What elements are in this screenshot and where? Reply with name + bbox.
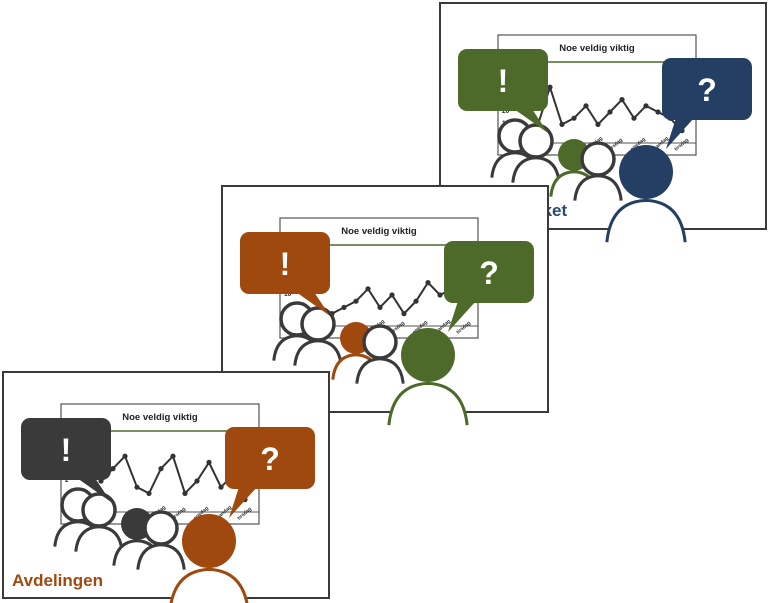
question-bubble-tail bbox=[448, 301, 476, 332]
person-outline bbox=[293, 306, 343, 366]
chart-title: Noe veldig viktig bbox=[559, 43, 635, 54]
person-outline bbox=[136, 510, 186, 570]
person-speaker-body bbox=[387, 381, 469, 426]
exclamation-bubble: ! bbox=[21, 418, 111, 502]
exclamation-bubble-tail bbox=[514, 109, 548, 133]
person-speaker bbox=[169, 514, 249, 603]
person-outline bbox=[511, 123, 561, 183]
person-outline-head bbox=[143, 510, 179, 546]
data-point bbox=[425, 280, 431, 286]
data-point bbox=[134, 484, 140, 490]
data-point bbox=[182, 490, 188, 496]
person-outline-head bbox=[81, 492, 117, 528]
question-bubble: ? bbox=[225, 427, 315, 518]
data-point bbox=[619, 97, 625, 103]
chart-title: Noe veldig viktig bbox=[341, 226, 417, 237]
question-bubble-tail bbox=[666, 118, 694, 149]
data-point bbox=[389, 292, 395, 298]
question-bubble-mark: ? bbox=[260, 441, 280, 477]
y-tick-label: 20 bbox=[502, 108, 510, 115]
panel-avdelingen: Noe veldig viktigMÅL2mandagtirsdagonsdag… bbox=[2, 371, 330, 603]
data-point bbox=[365, 286, 371, 292]
data-point bbox=[631, 115, 637, 121]
person-speaker-body bbox=[169, 567, 249, 603]
person-outline bbox=[74, 492, 124, 552]
data-point bbox=[607, 109, 613, 115]
data-point bbox=[401, 311, 407, 317]
data-point bbox=[643, 103, 649, 109]
person-speaker-head bbox=[401, 328, 455, 382]
person-outline bbox=[573, 141, 623, 201]
question-bubble-box bbox=[662, 58, 752, 120]
data-point bbox=[559, 121, 565, 127]
data-point bbox=[158, 466, 164, 472]
data-point bbox=[341, 304, 347, 310]
question-bubble-box bbox=[225, 427, 315, 489]
data-point bbox=[146, 490, 152, 496]
data-point bbox=[218, 484, 224, 490]
person-outline-head bbox=[362, 324, 398, 360]
exclamation-bubble-box bbox=[458, 49, 548, 111]
person-outline bbox=[355, 324, 405, 384]
data-point bbox=[571, 115, 577, 121]
exclamation-bubble-mark: ! bbox=[498, 63, 509, 99]
person-outline-head bbox=[300, 306, 336, 342]
data-point bbox=[413, 298, 419, 304]
exclamation-bubble: ! bbox=[458, 49, 548, 133]
question-bubble-box bbox=[444, 241, 534, 303]
person-speaker bbox=[387, 328, 469, 426]
data-point bbox=[206, 459, 212, 465]
question-bubble-tail bbox=[229, 487, 257, 518]
panel-klinikken: Noe veldig viktigMÅL10mandagtirsdagonsda… bbox=[221, 185, 549, 426]
question-bubble-mark: ? bbox=[697, 72, 717, 108]
exclamation-bubble-tail bbox=[296, 292, 330, 316]
chart-title: Noe veldig viktig bbox=[122, 412, 198, 423]
person-outline-head bbox=[580, 141, 616, 177]
data-point bbox=[547, 84, 553, 90]
panel-label: Avdelingen bbox=[12, 571, 103, 590]
data-point bbox=[353, 298, 359, 304]
exclamation-bubble-box bbox=[21, 418, 111, 480]
person-speaker-head bbox=[619, 145, 673, 199]
exclamation-bubble-box bbox=[240, 232, 330, 294]
y-tick-label: 10 bbox=[284, 291, 292, 298]
person-speaker-head bbox=[182, 514, 236, 568]
person-speaker-body bbox=[605, 198, 687, 243]
exclamation-bubble: ! bbox=[240, 232, 330, 316]
person-outline-head bbox=[518, 123, 554, 159]
data-point bbox=[583, 103, 589, 109]
data-point bbox=[377, 304, 383, 310]
person-speaker bbox=[605, 145, 687, 243]
question-bubble: ? bbox=[444, 241, 534, 332]
data-point bbox=[437, 292, 443, 298]
exclamation-bubble-mark: ! bbox=[280, 246, 291, 282]
data-point bbox=[122, 453, 128, 459]
data-point bbox=[170, 453, 176, 459]
data-point bbox=[595, 121, 601, 127]
exclamation-bubble-tail bbox=[77, 478, 111, 502]
question-bubble-mark: ? bbox=[479, 255, 499, 291]
data-point bbox=[655, 109, 661, 115]
data-point bbox=[194, 478, 200, 484]
exclamation-bubble-mark: ! bbox=[61, 432, 72, 468]
y-tick-label: 2 bbox=[65, 477, 69, 484]
data-point bbox=[110, 466, 116, 472]
question-bubble: ? bbox=[662, 58, 752, 149]
